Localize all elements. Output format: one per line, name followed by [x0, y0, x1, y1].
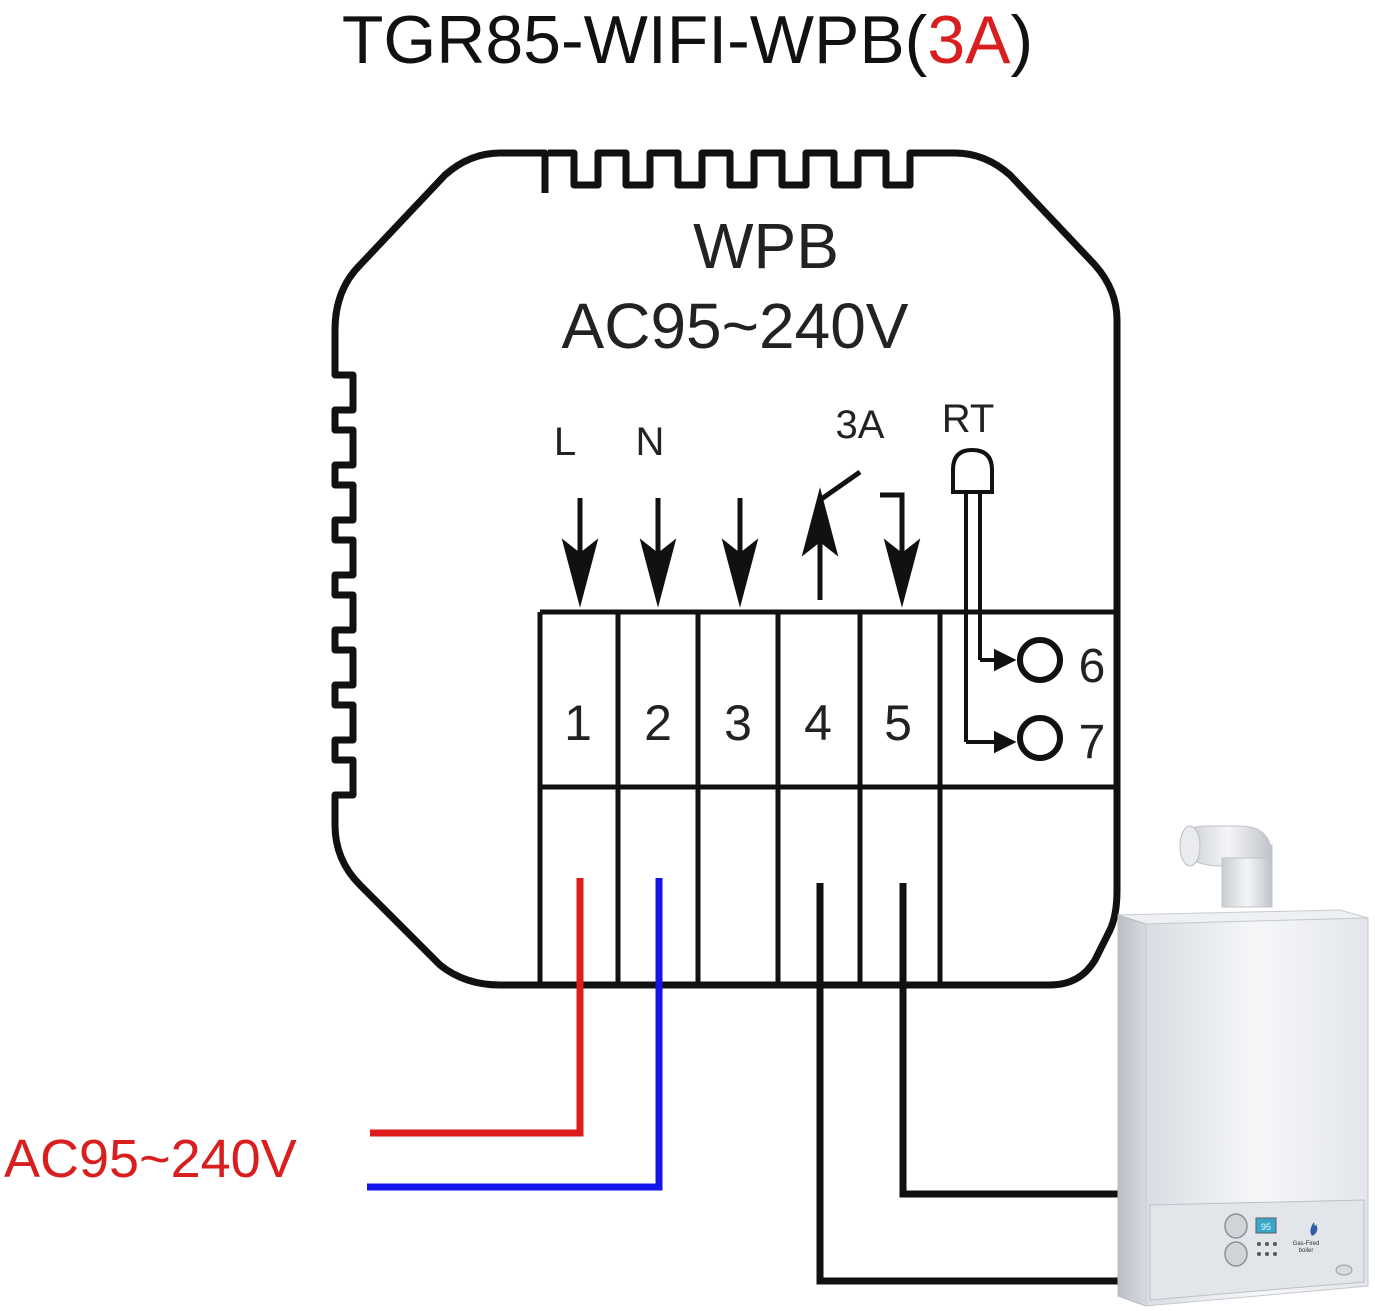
supply-voltage-label: AC95~240V	[4, 1129, 297, 1189]
boiler-buttons	[1257, 1242, 1277, 1256]
sensor-terminal-number-7: 7	[1079, 716, 1106, 769]
sensor-label: RT	[942, 397, 995, 441]
boiler-brand-text-1: Gas-Fired	[1293, 1241, 1320, 1247]
title-prefix: TGR85-WIFI-WPB(	[341, 2, 928, 78]
terminal-label-n: N	[636, 420, 665, 464]
title-highlight: 3A	[927, 2, 1011, 78]
title-suffix: )	[1010, 2, 1034, 78]
relay-rating-label: 3A	[836, 403, 885, 447]
boiler-side	[1117, 914, 1147, 1307]
boiler-bottom-knob-icon	[1335, 1264, 1353, 1276]
boiler-dial-right-icon	[1224, 1241, 1248, 1267]
boiler-dial-left-icon	[1224, 1213, 1248, 1239]
flame-icon	[1310, 1222, 1318, 1236]
terminal-number-2: 2	[644, 695, 672, 751]
arrow-down-1	[561, 498, 599, 608]
boiler-control-panel	[1149, 1199, 1365, 1301]
model-label: WPB	[693, 210, 839, 282]
terminal-number-1: 1	[564, 695, 592, 751]
terminal-number-4: 4	[804, 695, 832, 751]
diagram-title: TGR85-WIFI-WPB(3A)	[0, 0, 1375, 80]
boiler-wire-terminal-5	[899, 883, 1118, 1198]
boiler-illustration: 95 Gas-Fired boiler	[1117, 825, 1369, 1307]
boiler-wire-terminal-4	[816, 883, 1118, 1285]
sensor-terminal-number-6: 6	[1079, 640, 1106, 693]
neutral-wire	[367, 878, 663, 1191]
sensor-terminal-6	[1017, 637, 1063, 683]
sensor-bulb	[951, 447, 994, 494]
terminal-number-5: 5	[884, 695, 912, 751]
terminal-arrows	[561, 469, 921, 608]
boiler-flue-pipe	[1179, 825, 1273, 908]
terminal-block	[537, 609, 1115, 985]
arrow-down-3	[721, 498, 759, 608]
live-wire	[370, 878, 584, 1137]
boiler-display-value: 95	[1261, 1222, 1271, 1232]
terminal-label-l: L	[554, 420, 576, 464]
boiler-brand-text-2: boiler	[1299, 1248, 1314, 1254]
thermostat-housing-outline	[331, 149, 1121, 989]
relay-switch-contact	[818, 469, 862, 503]
sensor-probe	[951, 447, 994, 742]
arrow-down-5	[880, 492, 921, 608]
boiler-display	[1255, 1217, 1277, 1234]
sensor-terminal-7	[1017, 715, 1063, 761]
device-voltage-label: AC95~240V	[562, 290, 909, 362]
arrow-up-4	[801, 487, 839, 600]
terminal-number-3: 3	[724, 695, 752, 751]
arrow-down-2	[639, 498, 677, 608]
sensor-terminals	[966, 637, 1063, 761]
